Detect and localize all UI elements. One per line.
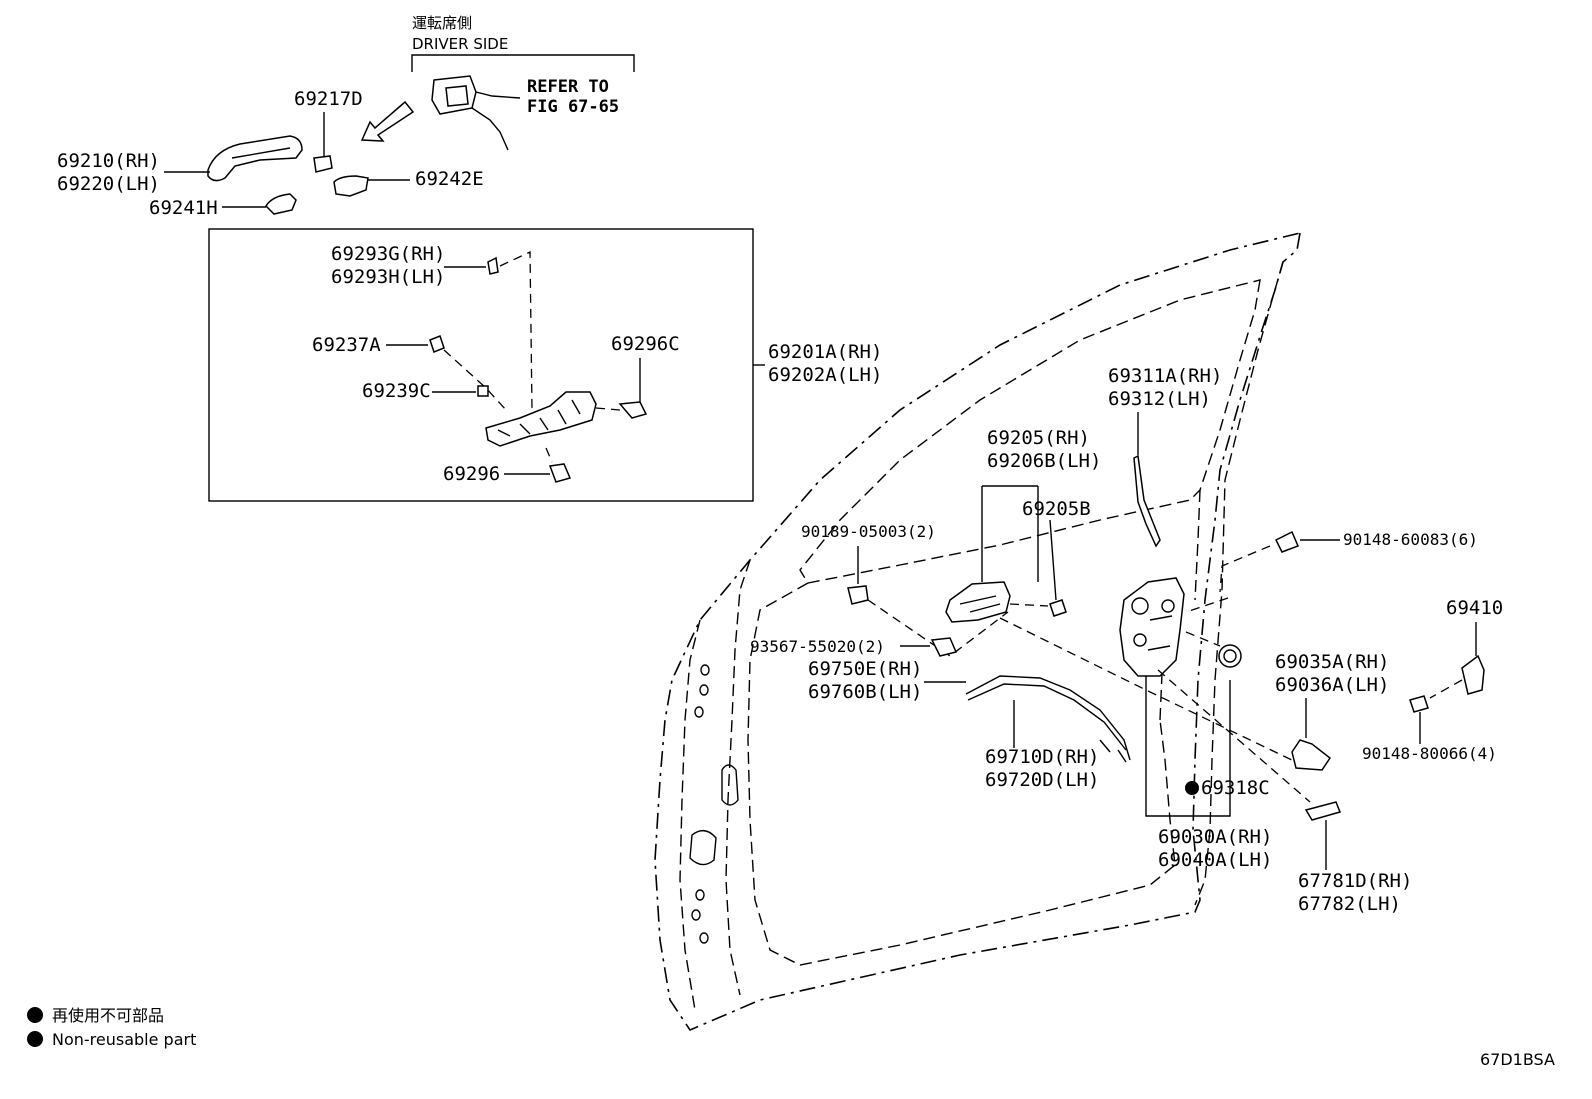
label-69311A: 69311A(RH)	[1108, 365, 1222, 387]
label-69293H: 69293H(LH)	[331, 266, 445, 288]
non-reusable-marker	[1185, 781, 1199, 795]
legend-dot-en	[27, 1031, 43, 1047]
label-69202A: 69202A(LH)	[768, 364, 882, 386]
label-69296C: 69296C	[611, 333, 680, 355]
figure-code: 67D1BSA	[1480, 1050, 1555, 1069]
label-69296: 69296	[443, 463, 500, 485]
screw-90148b	[1409, 695, 1429, 713]
label-69241H: 69241H	[149, 197, 218, 219]
door-lock-cylinder	[431, 75, 521, 151]
label-69201A: 69201A(RH)	[768, 341, 882, 363]
cover-69035A	[1291, 739, 1332, 771]
label-69318C: 69318C	[1201, 777, 1270, 799]
label-67781D: 67781D(RH)	[1298, 870, 1412, 892]
refer-to-text: REFER TO	[527, 77, 609, 97]
label-69242E: 69242E	[415, 168, 484, 190]
legend-en: Non-reusable part	[52, 1030, 196, 1049]
label-69210: 69210(RH)	[57, 150, 160, 172]
label-69205: 69205(RH)	[987, 427, 1090, 449]
door-panel-outline	[654, 231, 1302, 1031]
protector-67781D	[1304, 801, 1342, 821]
driver-side-jp: 運転席側	[412, 14, 472, 32]
pad-69239C	[477, 385, 489, 397]
label-69237A: 69237A	[312, 334, 381, 356]
lock-rod	[1133, 454, 1161, 548]
screw-69296C	[618, 401, 648, 419]
label-90148a: 90148-60083(6)	[1343, 530, 1478, 549]
label-69030A: 69030A(RH)	[1158, 826, 1272, 848]
handle-frame-box	[208, 228, 754, 502]
driver-side-en: DRIVER SIDE	[412, 35, 508, 53]
screw-93567	[930, 637, 958, 657]
label-69710D: 69710D(RH)	[985, 746, 1099, 768]
direction-arrow-icon	[360, 100, 415, 142]
driver-side-bracket	[411, 54, 635, 72]
handle-frame	[485, 391, 597, 447]
legend-jp: 再使用不可部品	[52, 1006, 164, 1025]
label-69750E: 69750E(RH)	[808, 658, 922, 680]
fig-ref-text: FIG 67-65	[527, 97, 619, 117]
striker-69410	[1461, 654, 1485, 695]
handle-pad-front	[265, 193, 297, 215]
label-69206B: 69206B(LH)	[987, 450, 1101, 472]
label-69035A: 69035A(RH)	[1275, 651, 1389, 673]
label-69205B: 69205B	[1022, 498, 1091, 520]
clip-90189	[847, 585, 869, 605]
diagram-canvas: 運転席側 DRIVER SIDE REFER TO FIG 67-65 6921…	[27, 14, 1555, 1069]
cables	[965, 675, 1131, 763]
screw-90148a	[1274, 530, 1299, 553]
label-69220: 69220(LH)	[57, 173, 160, 195]
label-69293G: 69293G(RH)	[331, 243, 445, 265]
parts-diagram: 運転席側 DRIVER SIDE REFER TO FIG 67-65 6921…	[27, 14, 1556, 1069]
label-67782: 67782(LH)	[1298, 893, 1401, 915]
legend-dot-jp	[27, 1007, 43, 1023]
label-93567: 93567-55020(2)	[750, 637, 885, 656]
outside-handle	[207, 135, 303, 182]
label-90148b: 90148-80066(4)	[1362, 744, 1497, 763]
label-90189: 90189-05003(2)	[801, 522, 936, 541]
label-69720D: 69720D(LH)	[985, 769, 1099, 791]
label-69312: 69312(LH)	[1108, 388, 1211, 410]
label-69760B: 69760B(LH)	[808, 681, 922, 703]
handle-pad-rear	[333, 175, 369, 197]
label-69410: 69410	[1446, 597, 1503, 619]
gasket-69318C	[1218, 644, 1242, 668]
clip-69293	[487, 256, 499, 275]
label-69040A: 69040A(LH)	[1158, 849, 1272, 871]
handle-cap	[313, 155, 333, 173]
label-69036A: 69036A(LH)	[1275, 674, 1389, 696]
bezel-69205B	[1049, 599, 1067, 617]
label-69239C: 69239C	[362, 380, 431, 402]
label-69217D: 69217D	[294, 88, 363, 110]
door-lock-assembly	[1119, 577, 1185, 677]
cushion-69237A	[429, 335, 445, 353]
screw-69296	[548, 463, 572, 483]
inside-handle	[945, 581, 1011, 623]
